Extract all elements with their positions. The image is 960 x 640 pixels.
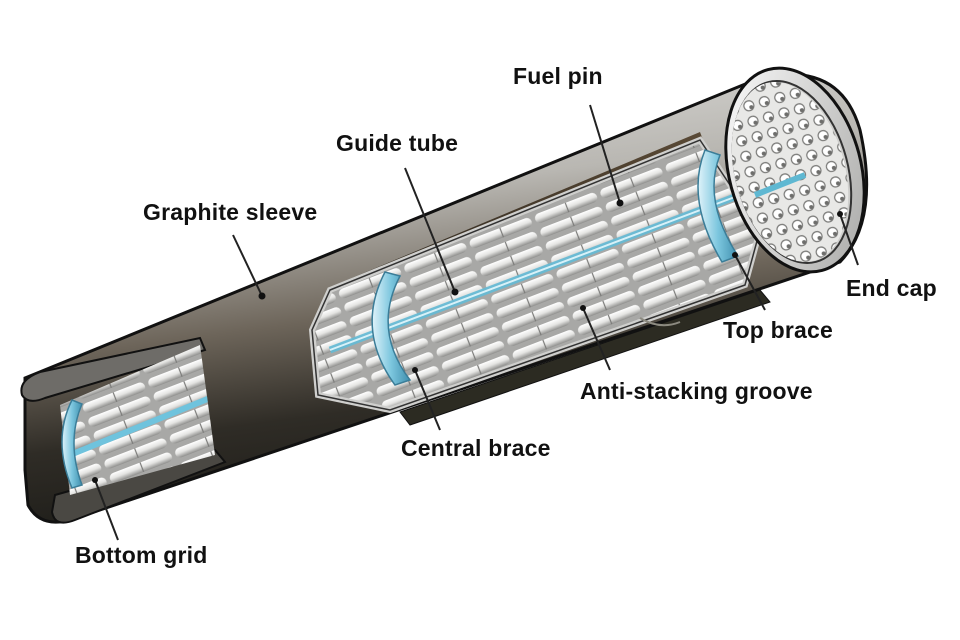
label-bottom-grid: Bottom grid (75, 542, 208, 568)
leader-dot-guide-tube (451, 288, 459, 296)
sleeve-cut-edge-bottom (50, 448, 227, 524)
bottom-grid (61, 399, 83, 489)
leader-graphite-sleeve (232, 234, 263, 297)
label-guide-tube: Guide tube (336, 130, 459, 156)
leader-guide-tube (404, 167, 456, 293)
leader-dot-bottom-grid (92, 477, 98, 483)
sleeve-cut-edge-top (20, 336, 207, 402)
leader-bottom-grid (94, 479, 119, 541)
leader-lines (92, 104, 859, 541)
leader-fuel-pin (589, 104, 621, 204)
groove-ridge (639, 317, 681, 327)
leader-end-cap (839, 213, 859, 266)
label-fuel-pin: Fuel pin (513, 63, 603, 89)
leader-dot-graphite-sleeve (258, 292, 266, 300)
label-graphite-sleeve: Graphite sleeve (143, 199, 318, 225)
leader-dot-fuel-pin (616, 199, 624, 207)
top-brace (697, 149, 740, 263)
label-anti-stacking-groove: Anti-stacking groove (580, 378, 813, 404)
leader-anti-stacking-groove (582, 307, 611, 371)
leader-dot-central-brace (412, 367, 418, 373)
leader-dot-end-cap (837, 211, 843, 217)
label-top-brace: Top brace (723, 317, 834, 343)
central-brace (371, 271, 412, 386)
leader-dot-anti-stacking-groove (580, 305, 586, 311)
leader-dot-top-brace (732, 252, 738, 258)
leader-top-brace (734, 254, 766, 311)
leader-central-brace (414, 369, 441, 431)
label-central-brace: Central brace (401, 435, 551, 461)
label-end-cap: End cap (846, 275, 937, 301)
